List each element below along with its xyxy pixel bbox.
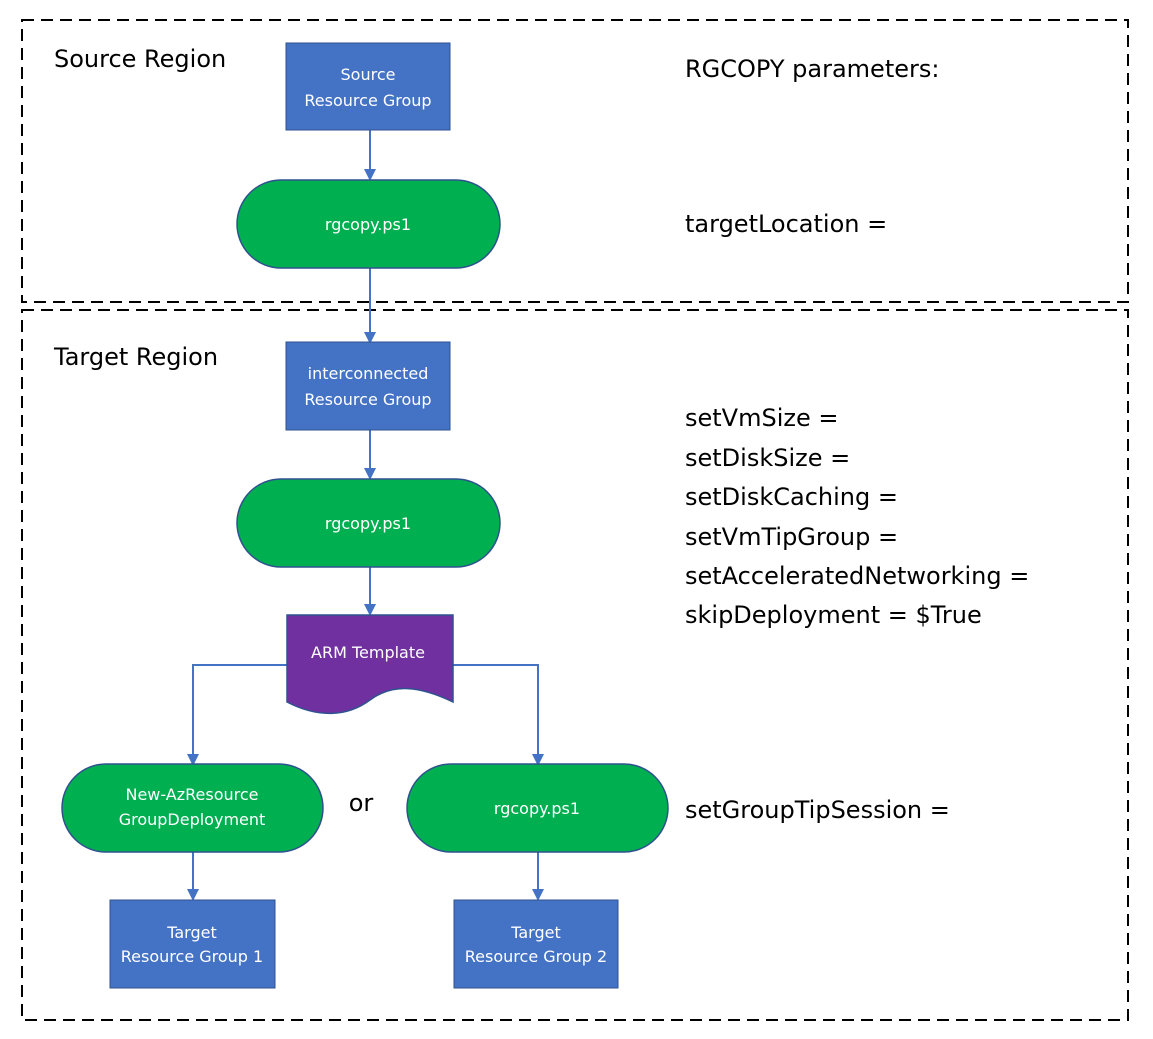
or-label: or xyxy=(349,789,374,817)
svg-text:Source: Source xyxy=(341,65,396,84)
param-set-vm-tip-group: setVmTipGroup = xyxy=(685,523,898,551)
svg-text:ARM Template: ARM Template xyxy=(311,643,425,662)
target-region-border xyxy=(21,309,1129,1021)
svg-text:rgcopy.ps1: rgcopy.ps1 xyxy=(325,514,411,533)
svg-text:Resource Group: Resource Group xyxy=(304,390,431,409)
arrow-arm-to-new-az xyxy=(187,664,287,766)
param-set-group-tip-session: setGroupTipSession = xyxy=(685,796,950,824)
source-region-border xyxy=(21,19,1129,303)
param-set-disk-size: setDiskSize = xyxy=(685,444,850,472)
svg-text:Resource Group 1: Resource Group 1 xyxy=(121,947,263,966)
parameters-title: RGCOPY parameters: xyxy=(685,55,939,83)
svg-text:rgcopy.ps1: rgcopy.ps1 xyxy=(325,215,411,234)
svg-text:Resource Group: Resource Group xyxy=(304,91,431,110)
rgcopy-source-node: rgcopy.ps1 xyxy=(236,179,501,269)
rgcopy-deploy-node: rgcopy.ps1 xyxy=(406,763,669,853)
param-set-vm-size: setVmSize = xyxy=(685,404,838,432)
arrow-arm-to-rgcopy-deploy xyxy=(453,664,544,766)
target-region-label: Target Region xyxy=(53,343,218,371)
interconnected-resource-group-node: interconnected Resource Group xyxy=(285,341,451,431)
param-set-disk-caching: setDiskCaching = xyxy=(685,483,898,511)
svg-text:GroupDeployment: GroupDeployment xyxy=(119,810,266,829)
svg-text:Target: Target xyxy=(510,923,561,942)
svg-text:rgcopy.ps1: rgcopy.ps1 xyxy=(494,799,580,818)
param-target-location: targetLocation = xyxy=(685,210,887,238)
target-resource-group-1-node: Target Resource Group 1 xyxy=(109,899,276,989)
target-resource-group-2-node: Target Resource Group 2 xyxy=(453,899,619,989)
svg-text:interconnected: interconnected xyxy=(308,364,429,383)
param-set-accelerated-networking: setAcceleratedNetworking = xyxy=(685,562,1029,590)
svg-text:Resource Group 2: Resource Group 2 xyxy=(465,947,607,966)
new-az-resource-group-deployment-node: New-AzResource GroupDeployment xyxy=(61,763,324,853)
source-region-label: Source Region xyxy=(54,45,226,73)
svg-text:Target: Target xyxy=(166,923,217,942)
source-resource-group-node: Source Resource Group xyxy=(285,42,451,131)
rgcopy-target-node: rgcopy.ps1 xyxy=(236,478,501,568)
arm-template-node: ARM Template xyxy=(286,614,454,715)
param-skip-deployment: skipDeployment = $True xyxy=(685,601,982,629)
svg-text:New-AzResource: New-AzResource xyxy=(125,785,258,804)
